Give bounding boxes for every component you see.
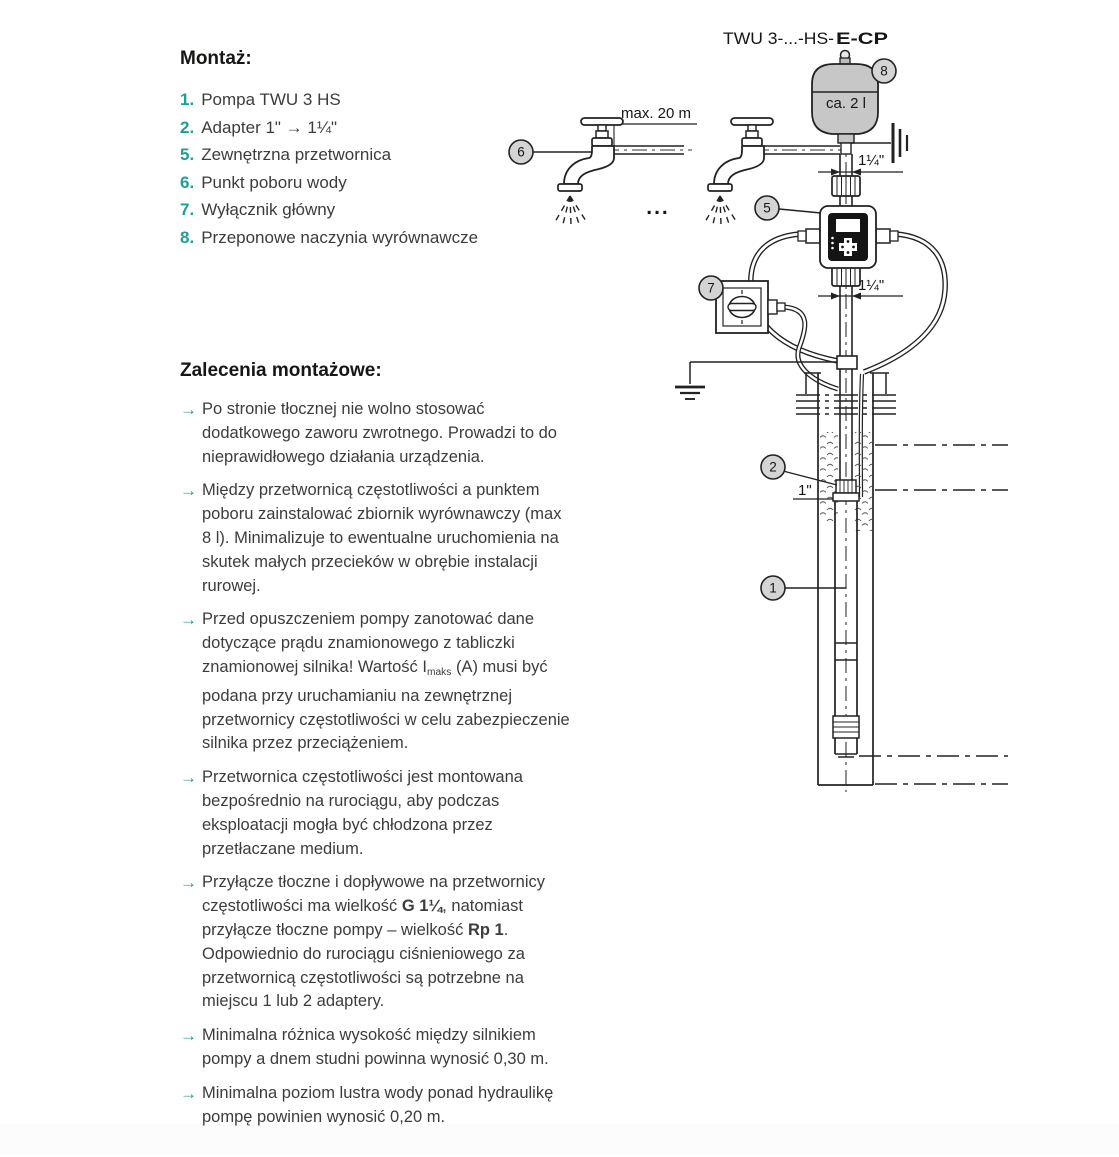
- badge-8: 8: [871, 58, 897, 84]
- water-tap-left: [554, 117, 624, 226]
- item-label: Zewnętrzna przetwornica: [201, 145, 392, 165]
- badge-2: 2: [760, 454, 838, 486]
- item-label: Adapter 1" → 1¼": [201, 117, 338, 137]
- diameter-top-label: 1¼": [858, 152, 884, 169]
- svg-text:8: 8: [880, 64, 888, 79]
- badge-5: 5: [754, 195, 822, 221]
- bullet-text: Między przetwornicą częstotliwości a pun…: [202, 481, 562, 595]
- max-length-dimension: max. 20 m: [613, 105, 697, 146]
- diagram-title: TWU 3-...-HS- E-CP: [723, 29, 888, 48]
- threaded-coupling-bottom: [831, 265, 861, 287]
- bullet-item: → Przed opuszczeniem pompy zanotować dan…: [180, 608, 620, 756]
- submersible-pump: [832, 492, 860, 758]
- item-label: Punkt poboru wody: [201, 172, 347, 192]
- vessel-volume-label: ca. 2 l: [826, 95, 866, 112]
- list-item: 2. Adapter 1" → 1¼": [180, 114, 600, 142]
- zalecenia-section: Zalecenia montażowe: → Po stronie tłoczn…: [180, 360, 620, 1139]
- continuation-dots: ...: [646, 196, 670, 219]
- expansion-vessel: ca. 2 l: [811, 49, 879, 155]
- bullet-text: Minimalna różnica wysokość między silnik…: [202, 1026, 549, 1068]
- diagram-title-variant: E-CP: [836, 29, 888, 48]
- svg-text:1: 1: [769, 581, 777, 596]
- item-label: Przeponowe naczynia wyrównawcze: [201, 227, 479, 247]
- item-number: 8.: [180, 227, 195, 247]
- diameter-well-label: 1": [798, 482, 812, 499]
- list-item: 1. Pompa TWU 3 HS: [180, 86, 600, 114]
- bullet-text: Po stronie tłocznej nie wolno stosować d…: [202, 400, 557, 466]
- subscript: maks: [426, 667, 452, 679]
- converter-display: [836, 219, 860, 232]
- diameter-dimension-mid: 1¼": [818, 277, 903, 300]
- well-head: [796, 372, 900, 415]
- ground-symbol-left: [675, 361, 838, 400]
- zalecenia-heading: Zalecenia montażowe:: [180, 360, 382, 381]
- pipe-clamp: [836, 355, 858, 370]
- badge-6: 6: [508, 139, 592, 165]
- frequency-converter: [797, 205, 899, 269]
- ground-symbol-right: [851, 123, 909, 163]
- zalecenia-list: → Po stronie tłocznej nie wolno stosować…: [180, 398, 620, 1129]
- main-switch: [715, 280, 839, 392]
- soil-hatching-right: [854, 432, 872, 531]
- list-item: 8. Przeponowe naczynia wyrównawcze: [180, 224, 600, 252]
- bullet-item: → Między przetwornicą częstotliwości a p…: [180, 479, 620, 598]
- max-length-label: max. 20 m: [621, 105, 691, 122]
- item-number: 1.: [180, 90, 195, 109]
- bold-size-g114: G 1¼: [401, 897, 443, 916]
- badge-7: 7: [698, 275, 724, 301]
- list-item: 6. Punkt poboru wody: [180, 169, 600, 197]
- diameter-mid-label: 1¼": [858, 277, 884, 294]
- item-number: 7.: [180, 200, 195, 220]
- arrow-bullet-icon: →: [180, 1026, 197, 1046]
- item-number: 6.: [180, 172, 195, 192]
- bullet-item: → Po stronie tłocznej nie wolno stosować…: [180, 398, 620, 469]
- montaz-list: 1. Pompa TWU 3 HS 2. Adapter 1" → 1¼" 5. Ze…: [180, 86, 600, 252]
- arrow-bullet-icon: →: [180, 873, 197, 893]
- bullet-item: → Minimalna poziom lustra wody ponad hyd…: [180, 1082, 620, 1130]
- svg-text:6: 6: [517, 145, 525, 160]
- svg-text:5: 5: [763, 201, 771, 216]
- converter-leds: [831, 236, 834, 250]
- diameter-dimension-top: 1¼": [818, 152, 903, 176]
- item-number: 2.: [180, 117, 195, 137]
- arrow-bullet-icon: →: [180, 400, 197, 419]
- item-label: Wyłącznik główny: [201, 200, 336, 220]
- list-item: 7. Wyłącznik główny: [180, 196, 600, 224]
- bullet-text: Przed opuszczeniem pompy zanotować dane …: [202, 610, 570, 753]
- bullet-item: → Minimalna różnica wysokość między siln…: [180, 1024, 620, 1072]
- list-item: 5. Zewnętrzna przetwornica: [180, 141, 600, 169]
- diagram-title-model: TWU 3-...-HS-: [723, 29, 834, 48]
- converter-keypad: [839, 238, 857, 256]
- bottom-strip: [0, 1124, 1119, 1154]
- supply-pipes: [614, 145, 840, 155]
- montaz-heading: Montaż:: [180, 48, 252, 69]
- badge-1: 1: [760, 575, 846, 601]
- svg-text:7: 7: [707, 281, 715, 296]
- riser-pipe: [839, 154, 853, 481]
- item-number: 5.: [180, 145, 195, 165]
- bullet-item: → Przetwornica częstotliwości jest monto…: [180, 766, 620, 861]
- bullet-item: → Przyłącze tłoczne i dopływowe na przet…: [180, 871, 620, 1014]
- arrow-bullet-icon: →: [180, 768, 197, 788]
- bullet-text: Minimalna poziom lustra wody ponad hydra…: [202, 1083, 554, 1126]
- svg-text:2: 2: [769, 460, 777, 475]
- item-label: Pompa TWU 3 HS: [201, 90, 341, 109]
- threaded-coupling-top: [831, 175, 861, 197]
- montaz-section: Montaż: 1. Pompa TWU 3 HS 2. Adapter 1" → …: [180, 48, 600, 252]
- bold-size-rp1: Rp 1: [467, 921, 504, 939]
- arrow-bullet-icon: →: [180, 1083, 197, 1103]
- arrow-bullet-icon: →: [180, 610, 197, 630]
- arrow-bullet-icon: →: [180, 481, 197, 501]
- bullet-text: Przetwornica częstotliwości jest montowa…: [202, 768, 523, 858]
- bullet-text: Przyłącze tłoczne i dopływowe na przetwo…: [202, 873, 545, 1011]
- level-lines: [859, 444, 1008, 785]
- converter-cables: [748, 231, 948, 498]
